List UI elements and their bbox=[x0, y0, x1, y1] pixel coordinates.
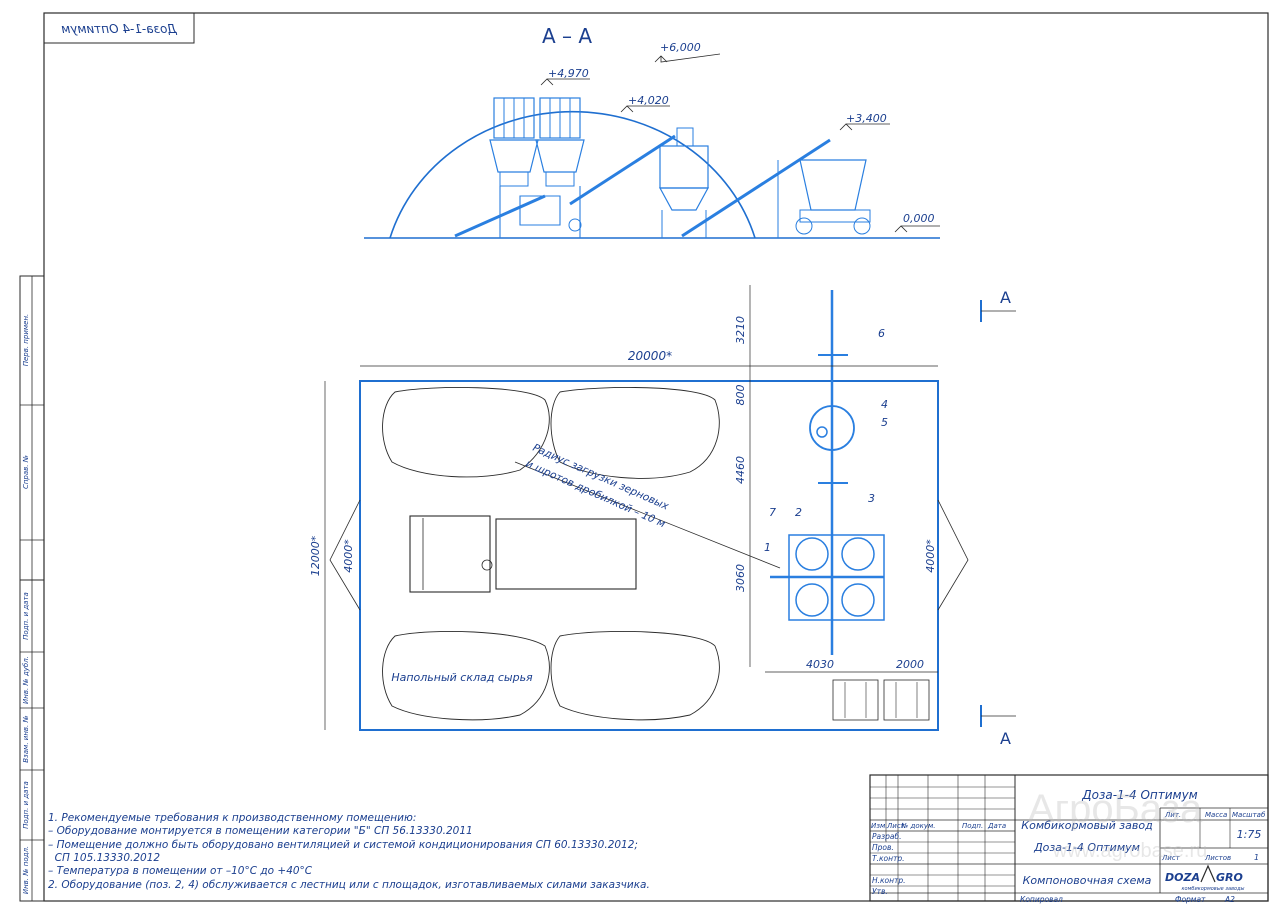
plan-view: Напольный склад сырья Радиус загрузки зе… bbox=[309, 285, 1016, 748]
screw-conveyor-2 bbox=[569, 134, 676, 206]
tb-format-value: А2 bbox=[1224, 895, 1235, 904]
position-marker: 5 bbox=[881, 416, 888, 429]
storage-label: Напольный склад сырья bbox=[391, 671, 533, 684]
tb-designation: Доза-1-4 Оптимум bbox=[1081, 788, 1197, 802]
dim-left-gate: 4000* bbox=[342, 539, 355, 573]
section-cut-marks bbox=[980, 300, 1016, 727]
tb-lit: Лит. bbox=[1164, 811, 1181, 819]
dosing-bin bbox=[658, 127, 710, 238]
position-marker: 1 bbox=[764, 541, 771, 554]
silo-right bbox=[535, 97, 585, 187]
tb-scale: 1:75 bbox=[1237, 828, 1262, 841]
building-outline bbox=[359, 380, 939, 731]
receiving-hopper bbox=[777, 159, 871, 238]
dim-d2: 800 bbox=[734, 385, 747, 406]
note-line: – Температура в помещении от –10°С до +4… bbox=[48, 865, 313, 877]
title-block: Доза-1-4 Оптимум Изм. Лист № докум. Подп… bbox=[869, 774, 1269, 904]
tb-product-name: Комбикормовый завод bbox=[1021, 819, 1152, 832]
dim-d6: 2000 bbox=[896, 658, 924, 671]
dim-d3: 4460 bbox=[734, 456, 747, 484]
side-label: Справ. № bbox=[22, 455, 30, 489]
silo-left bbox=[489, 97, 539, 187]
section-mark-top: А bbox=[1000, 288, 1011, 307]
bag-stacks bbox=[832, 679, 930, 721]
technical-notes: 1. Рекомендуемые требования к производст… bbox=[48, 812, 650, 891]
note-line: 2. Оборудование (поз. 2, 4) обслуживаетс… bbox=[48, 879, 650, 891]
tb-role: Разраб. bbox=[872, 832, 901, 841]
logo-mark-icon bbox=[1200, 864, 1216, 883]
plan-equipment bbox=[770, 290, 885, 655]
tb-role: Н.контр. bbox=[872, 876, 906, 885]
position-marker: 2 bbox=[795, 506, 802, 519]
gate-left bbox=[329, 499, 361, 611]
section-view: А – А bbox=[364, 24, 940, 239]
dim-d4: 3060 bbox=[734, 564, 747, 592]
dim-width: 12000* bbox=[309, 535, 322, 576]
side-label: Подп. и дата bbox=[22, 592, 30, 640]
tb-col-header: Подп. bbox=[962, 822, 983, 830]
tb-col-header: № докум. bbox=[900, 822, 936, 830]
tb-col-header: Изм. bbox=[871, 822, 887, 830]
tb-sheets-count: 1 bbox=[1254, 853, 1259, 862]
truck bbox=[409, 515, 637, 593]
note-line: – Помещение должно быть оборудовано вент… bbox=[48, 839, 638, 851]
side-label: Инв. № дубл. bbox=[22, 656, 30, 704]
watermark-url: www.agrobase.ru bbox=[1052, 840, 1208, 862]
position-marker: 6 bbox=[878, 327, 885, 340]
tb-format: Формат bbox=[1175, 895, 1206, 904]
section-title: А – А bbox=[542, 24, 592, 48]
side-label: Взам. инв. № bbox=[22, 715, 30, 763]
tb-document-name: Компоновочная схема bbox=[1023, 874, 1152, 887]
level-marks: +6,000 +4,970 +4,020 +3,400 0,000 bbox=[540, 41, 940, 233]
screw-conveyor-3 bbox=[681, 138, 831, 238]
hangar-arch bbox=[389, 110, 756, 239]
side-label: Инв. № подл. bbox=[22, 846, 30, 894]
tb-role: Т.контр. bbox=[872, 854, 905, 863]
screw-conveyor-1 bbox=[454, 194, 546, 238]
tb-scale-label: Масштаб bbox=[1232, 811, 1266, 819]
tb-sheet: Лист bbox=[1161, 854, 1181, 862]
tb-mass: Масса bbox=[1205, 811, 1227, 819]
watermark-title: АгроБаза bbox=[1028, 787, 1203, 831]
tb-col-header: Лист bbox=[886, 822, 906, 830]
side-strip: Перв. примен. Справ. № Подп. и дата Инв.… bbox=[19, 275, 45, 902]
tb-role: Утв. bbox=[872, 887, 888, 896]
tb-copied: Копировал bbox=[1020, 895, 1063, 904]
gate-right bbox=[937, 499, 969, 611]
tb-sheets: Листов bbox=[1204, 854, 1231, 862]
radius-line bbox=[514, 461, 781, 569]
level-label: 0,000 bbox=[903, 212, 935, 225]
dimension-lines bbox=[324, 285, 938, 730]
raw-material-piles bbox=[382, 387, 720, 721]
level-label: +6,000 bbox=[660, 41, 701, 54]
dim-d5: 4030 bbox=[806, 658, 834, 671]
watermark: АгроБаза www.agrobase.ru bbox=[1028, 787, 1207, 862]
level-label: +4,970 bbox=[548, 67, 589, 80]
side-label: Перв. примен. bbox=[22, 314, 30, 367]
logo-subtitle: комбикормовые заводы bbox=[1182, 886, 1245, 892]
tb-col-header: Дата bbox=[987, 822, 1006, 830]
mirrored-stamp-text: Доза-1-4 Оптимум bbox=[61, 22, 177, 36]
position-marker: 3 bbox=[868, 492, 875, 505]
dim-d1: 3210 bbox=[734, 316, 747, 344]
tb-product-model: Доза-1-4 Оптимум bbox=[1033, 841, 1140, 854]
section-mark-bottom: А bbox=[1000, 729, 1011, 748]
position-marker: 4 bbox=[881, 398, 888, 411]
note-line: СП 105.13330.2012 bbox=[48, 852, 160, 864]
position-marker: 7 bbox=[769, 506, 776, 519]
note-line: – Оборудование монтируется в помещении к… bbox=[48, 825, 473, 837]
logo-text-right: GRO bbox=[1216, 871, 1243, 884]
level-label: +4,020 bbox=[628, 94, 669, 107]
mixer-frame bbox=[499, 186, 582, 238]
logo-text-left: DOZA bbox=[1165, 871, 1200, 884]
level-label: +3,400 bbox=[846, 112, 887, 125]
dim-length: 20000* bbox=[628, 349, 672, 363]
dim-right-gate: 4000* bbox=[924, 539, 937, 573]
side-label: Подп. и дата bbox=[22, 781, 30, 829]
sheet-frame bbox=[43, 12, 1269, 902]
note-line: 1. Рекомендуемые требования к производст… bbox=[48, 812, 416, 824]
mirrored-stamp-box bbox=[43, 12, 195, 44]
tb-role: Пров. bbox=[872, 843, 894, 852]
